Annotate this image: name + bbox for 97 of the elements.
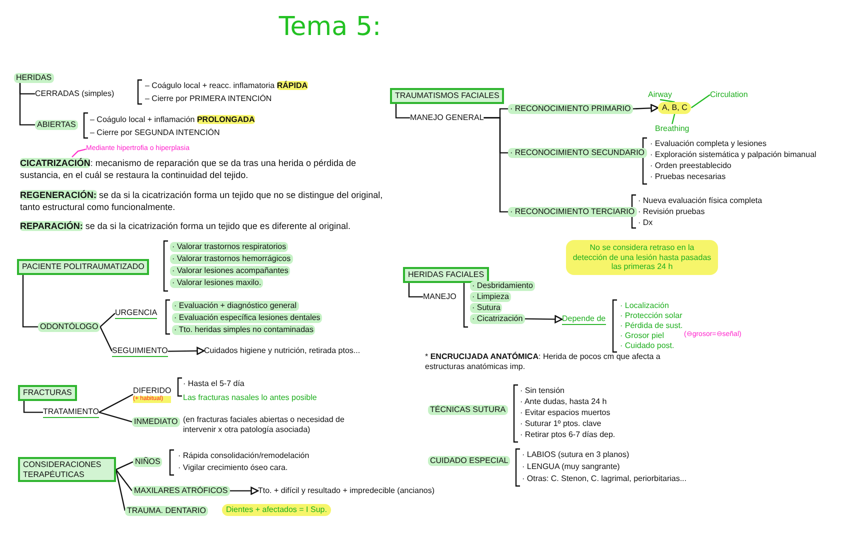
branch-label: SEGUIMIENTO [112,346,168,357]
list-item: · Grosor piel [620,331,664,341]
connector-line [408,282,423,298]
note-text: *ENCRUCIJADA ANATÓMICA: Herida de pocos cm que afecta a estructuras anatómicas imp. [425,352,662,372]
note-text: Las fracturas nasales lo antes posible [183,393,317,403]
topic-box: TRAUMATISMOS FACIALES [390,88,504,104]
branch-label: · RECONOCIMIENTO PRIMARIO [508,104,633,114]
connector-line [22,274,38,328]
list-item: · Limpieza [470,292,511,302]
list-item: · Sin tensión [520,386,564,396]
connector-line [484,117,508,212]
connector-line [395,104,410,118]
list-item: · Vigilar crecimiento óseo cara. [178,463,288,473]
connector-line [98,394,134,413]
list-item: · Valorar lesiones acompañantes [170,266,290,276]
highlight-text: A, B, C [658,102,692,114]
branch-label: ABIERTAS [35,120,78,130]
list-item: · Evaluación específica lesiones dentales [172,313,322,323]
topic-box: FRACTURAS [18,385,77,401]
list-item: · Suturar 1º ptos. clave [520,419,602,429]
connector-line [19,82,35,126]
list-item: – Cierre por PRIMERA INTENCIÓN [145,94,272,104]
branch-label: NIÑOS [133,457,162,467]
note-text: (en fracturas faciales abiertas o necesidad de intervenir x otra patología asociada) [183,415,346,434]
arrow [632,104,659,112]
connector-line [98,412,132,422]
list-item: · Evaluación completa y lesiones [650,139,767,149]
list-item: · Retirar ptos 6-7 días dep. [520,430,616,440]
topic-box: CONSIDERACIONES TERAPÉUTICAS [18,457,116,482]
list-item: · Protección solar [620,311,682,321]
list-item: · Hasta el 5-7 día [183,379,244,389]
list-item: · Cuidado post. [620,341,674,351]
connector-line [100,326,113,352]
definition-text: CICATRIZACIÓN: mecanismo de reparación que se da tras una herida o pérdida de sustancia, en el cuál se restaura la continuidad del tejido. [20,157,388,182]
list-item: · Dx [638,218,653,228]
annotation: Circulation [710,90,748,100]
branch-label: · RECONOCIMIENTO SECUNDARIO [508,148,647,158]
topic-box: PACIENTE POLITRAUMATIZADO [17,259,150,275]
list-item: – Coágulo local + inflamación PROLONGADA [90,115,255,125]
list-item: · Otras: C. Stenon, C. lagrimal, periorbitarias... [522,474,686,484]
list-item: · LABIOS (sutura en 3 planos) [522,450,630,460]
list-item: – Coágulo local + reacc. inflamatoria RÁPIDA [145,81,308,91]
list-item: · Rápida consolidación/remodelación [178,451,310,461]
definition-text: REGENERACIÓN: se da si la cicatrización forma un tejido que no se distingue del original, tanto estructural como funcionalmente. [20,189,388,214]
topic-box: HERIDAS FACIALES [403,267,490,283]
branch-label: · RECONOCIMIENTO TERCIARIO [508,207,637,217]
annotation: Breathing [655,124,690,134]
highlight-text: Dientes + afectados = I Sup. [222,504,331,516]
list-item: – Cierre por SEGUNDA INTENCIÓN [90,128,220,138]
list-item: · Valorar lesiones maxilo. [170,278,264,288]
branch-label: ODONTÓLOGO [38,322,100,332]
section-label: CUIDADO ESPECIAL [428,456,510,466]
list-item: · Sutura [470,303,502,313]
connector-line [100,312,116,328]
branch-label: TRAUMA. DENTARIO [125,506,208,516]
definition-text: REPARACIÓN: se da si la cicatrización forma un tejido que es diferente al original. [20,220,388,232]
list-item: · Pérdida de sust. [620,321,683,331]
arrow [524,315,563,324]
note-text: Tto. + difícil y resultado + impredecible (ancianos) [258,486,435,496]
list-item: · Evitar espacios muertos [520,408,610,418]
branch-label: TRATAMIENTO [43,407,99,418]
connector-line [116,461,134,470]
title: Tema 5: [278,12,382,42]
branch-label: DIFERIDO [133,386,172,395]
connector-line [116,469,132,492]
list-item: · LENGUA (muy sangrante) [522,462,620,472]
sticky-note: No se considera retraso en la detección de una lesión hasta pasadas las primeras 24 h [566,240,718,275]
connector-line [690,94,710,108]
annotation: Airway [648,90,672,100]
connector-line [23,400,43,413]
leader-line [72,148,86,158]
connector-line [115,469,126,511]
arrow [230,486,259,495]
list-item: · Orden preestablecido [650,161,732,171]
branch-label: INMEDIATO [132,417,180,427]
list-item: · Desbridamiento [470,281,535,291]
list-item: · Pruebas necesarias [650,172,726,182]
branch-label: URGENCIA [115,308,158,319]
connector-line [660,99,675,103]
branch-label: CERRADAS (simples) [35,89,114,99]
list-item: · Ante dudas, hasta 24 h [520,397,607,407]
list-item: · Valorar trastornos hemorrágicos [170,254,293,264]
list-item: · Evaluación + diagnóstico general [172,301,299,311]
heading: HERIDAS [14,73,54,83]
list-item: · Nueva evaluación física completa [638,196,762,206]
list-item: · Cicatrización [470,314,525,324]
list-item: · Valorar trastornos respiratorios [170,242,288,252]
list-item: · Tto. heridas simples no contaminadas [172,325,316,335]
branch-label: MANEJO [423,292,456,302]
arrow [168,346,205,355]
note-text: Cuidados higiene y nutrición, retirada ptos... [204,346,360,356]
list-item: · Localización [620,301,669,311]
branch-label: Depende de [562,314,606,325]
section-label: TÉCNICAS SUTURA [428,405,508,415]
connector-line [672,113,676,124]
branch-label: MAXILARES ATRÓFICOS [132,486,230,496]
branch-label: MANEJO GENERAL [410,113,484,123]
